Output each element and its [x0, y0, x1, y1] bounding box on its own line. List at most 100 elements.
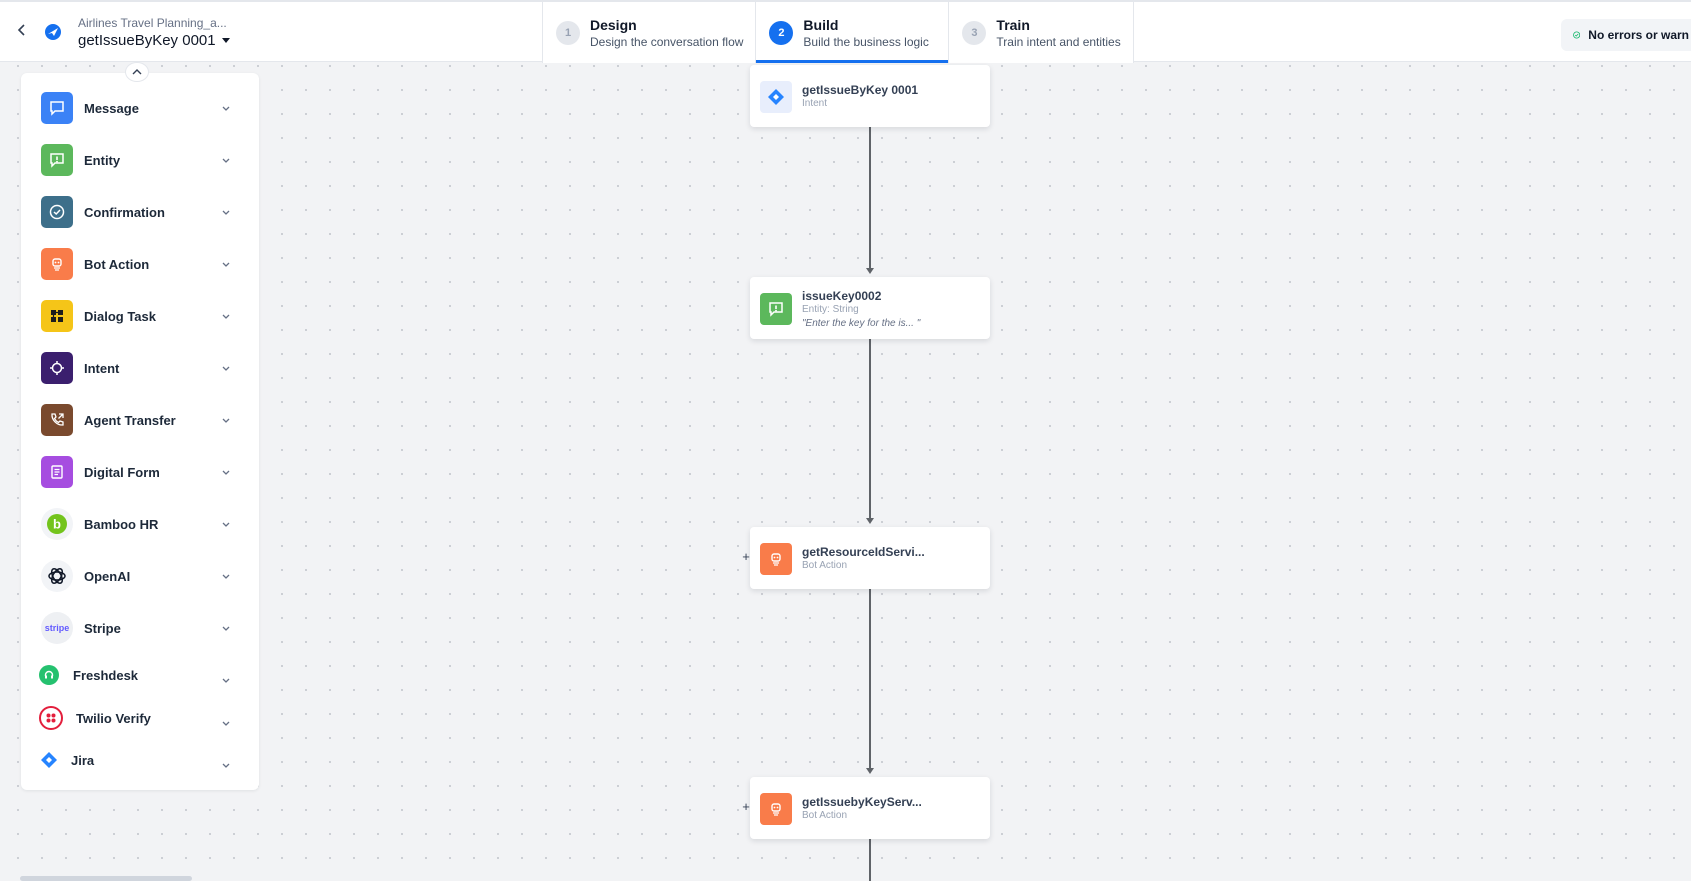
chevron-down-icon [222, 418, 230, 423]
node-type: Bot Action [802, 810, 848, 821]
bot-action-icon [41, 248, 73, 280]
flow-node-bot-action[interactable]: + getResourceIdServi... Bot Action [742, 527, 990, 589]
palette-item-label: Bot Action [84, 256, 150, 272]
jira-icon [760, 81, 792, 113]
palette-item-label: Entity [84, 152, 121, 168]
flow-node-entity[interactable]: issueKey0002 Entity: String "Enter the k… [750, 277, 990, 339]
chevron-down-icon [222, 210, 230, 215]
palette-item-label: Stripe [84, 620, 121, 636]
step-number: 1 [556, 20, 580, 45]
flow-connector[interactable] [869, 339, 871, 521]
palette-item-label: Intent [84, 360, 120, 376]
chevron-down-icon [222, 366, 230, 371]
step-title: Build [803, 16, 839, 33]
agent-transfer-icon [41, 404, 73, 436]
app-logo-icon [43, 22, 63, 42]
step-subtitle: Design the conversation flow [590, 34, 744, 49]
step-design[interactable]: 1 Design Design the conversation flow [542, 2, 756, 63]
palette-item-label: Jira [71, 752, 95, 768]
palette-item-label: Agent Transfer [84, 412, 176, 428]
add-node-button[interactable]: + [742, 799, 750, 814]
flow-connector[interactable] [869, 839, 871, 881]
palette-item-label: Twilio Verify [76, 710, 151, 726]
palette-item-digital-form[interactable]: Digital Form [21, 452, 259, 492]
confirmation-icon [41, 196, 73, 228]
step-build[interactable]: 2 Build Build the business logic [755, 2, 949, 63]
palette-item-bamboo-hr[interactable]: b Bamboo HR [21, 504, 259, 544]
palette-item-openai[interactable]: OpenAI [21, 556, 259, 596]
dialog-name-label: getIssueByKey 0001 [78, 32, 216, 49]
palette-item-intent[interactable]: Intent [21, 348, 259, 388]
svg-text:b: b [53, 517, 61, 532]
palette-item-label: Confirmation [84, 204, 165, 220]
node-prompt: "Enter the key for the is... " [802, 318, 921, 329]
step-title: Train [996, 16, 1030, 33]
horizontal-scrollbar[interactable] [20, 876, 192, 881]
add-node-button[interactable]: + [742, 549, 750, 564]
palette-item-label: OpenAI [84, 568, 131, 584]
step-number: 2 [769, 20, 794, 45]
palette-item-stripe[interactable]: stripe Stripe [21, 608, 259, 648]
bot-action-icon [760, 793, 792, 825]
chevron-down-icon [222, 721, 230, 726]
palette-item-agent-transfer[interactable]: Agent Transfer [21, 400, 259, 440]
palette-item-jira[interactable]: Jira [21, 740, 259, 780]
node-title: getIssueByKey 0001 [802, 83, 919, 97]
digital-form-icon [41, 456, 73, 488]
chevron-down-icon [222, 470, 230, 475]
palette-item-label: Dialog Task [84, 308, 157, 324]
check-circle-icon [1573, 31, 1581, 39]
status-text: No errors or warn [1588, 28, 1689, 42]
step-subtitle: Build the business logic [803, 34, 929, 49]
chevron-down-icon [222, 262, 230, 267]
step-title: Design [590, 16, 637, 33]
flow-connector[interactable] [869, 127, 871, 270]
palette-item-label: Digital Form [84, 464, 160, 480]
node-palette: Message Entity Confirmation Bot Action D… [21, 73, 259, 790]
node-type: Entity: String [802, 304, 859, 315]
step-train[interactable]: 3 Train Train intent and entities [948, 2, 1134, 63]
bamboo-hr-icon: b [41, 508, 73, 540]
dialog-selector[interactable]: getIssueByKey 0001 [78, 32, 230, 49]
chevron-down-icon [222, 522, 230, 527]
back-button[interactable] [14, 22, 30, 38]
chevron-down-icon [222, 314, 230, 319]
palette-item-entity[interactable]: Entity [21, 140, 259, 180]
node-type: Bot Action [802, 560, 848, 571]
entity-icon [760, 293, 792, 325]
dialog-task-icon [41, 300, 73, 332]
palette-item-message[interactable]: Message [21, 88, 259, 128]
node-title: issueKey0002 [802, 289, 882, 303]
flow-node-bot-action[interactable]: + getIssuebyKeyServ... Bot Action [742, 777, 990, 839]
palette-item-confirmation[interactable]: Confirmation [21, 192, 259, 232]
twilio-icon [39, 706, 63, 730]
stripe-logo-text: stripe [44, 623, 70, 633]
freshdesk-icon [39, 665, 59, 685]
palette-item-label: Message [84, 100, 139, 116]
connector-arrow [866, 768, 874, 774]
stripe-icon: stripe [41, 612, 73, 644]
chevron-left-icon [17, 24, 25, 36]
palette-item-freshdesk[interactable]: Freshdesk [21, 655, 259, 695]
node-title: getIssuebyKeyServ... [802, 795, 922, 809]
chevron-down-icon [222, 678, 230, 683]
connector-arrow [866, 518, 874, 524]
jira-icon [39, 750, 59, 770]
entity-icon [41, 144, 73, 176]
palette-item-bot-action[interactable]: Bot Action [21, 244, 259, 284]
palette-item-label: Freshdesk [73, 667, 139, 683]
flow-connector[interactable] [869, 589, 871, 771]
node-type: Intent [802, 98, 828, 109]
breadcrumb[interactable]: Airlines Travel Planning_a... [78, 16, 227, 30]
openai-icon [41, 560, 73, 592]
palette-item-dialog-task[interactable]: Dialog Task [21, 296, 259, 336]
collapse-panel-button[interactable] [125, 62, 149, 82]
validation-status[interactable]: No errors or warn [1561, 19, 1691, 51]
chevron-up-icon [132, 69, 142, 75]
step-number: 3 [962, 20, 987, 45]
palette-item-label: Bamboo HR [84, 516, 159, 532]
palette-item-twilio-verify[interactable]: Twilio Verify [21, 698, 259, 738]
flow-node-intent[interactable]: getIssueByKey 0001 Intent [750, 65, 990, 127]
stepper: 1 Design Design the conversation flow 2 … [542, 2, 1134, 63]
chevron-down-icon [222, 626, 230, 631]
